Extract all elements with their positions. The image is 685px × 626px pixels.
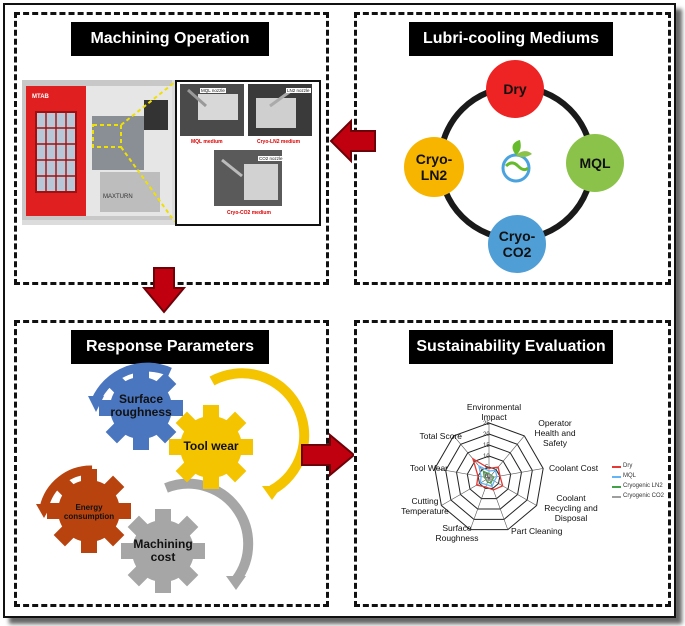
radar-series-line <box>484 472 494 482</box>
axis-label-temp: Cutting Temperature <box>401 496 449 516</box>
sustain-title: Sustainability Evaluation <box>409 330 613 364</box>
tool-wear-gear-icon <box>169 405 253 489</box>
surface-roughness-gear-icon <box>99 366 183 450</box>
axis-label-recycling: Coolant Recycling and Disposal <box>544 493 598 523</box>
mql-label: MQL <box>579 155 611 171</box>
eco-globe-icon <box>501 140 532 183</box>
legend-swatch-co2 <box>612 496 621 498</box>
legend-mql: MQL <box>623 473 637 479</box>
legend-swatch-mql <box>612 476 621 478</box>
radar-spoke <box>488 477 537 506</box>
tool-wear-label: Tool wear <box>183 439 239 453</box>
radar-spoke <box>488 435 525 479</box>
radar-spoke <box>488 468 544 479</box>
co2-medium-circle: Cryo- CO2 <box>488 215 546 273</box>
radar-series-line <box>471 457 504 491</box>
mql-nozzle-tag: MQL nozzle <box>200 88 226 93</box>
response-title: Response Parameters <box>71 330 269 364</box>
surface-roughness-label: Surface roughness <box>110 392 172 419</box>
machining-cost-label: Machining cost <box>133 537 193 564</box>
down-arrow <box>142 267 186 314</box>
machine-brand-text: MTAB <box>32 94 49 100</box>
radar-ring <box>434 422 544 531</box>
ln2-nozzle-tag: LN2 nozzle <box>286 88 311 93</box>
energy-consumption-gear-icon <box>47 469 131 553</box>
mql-caption: MQL medium <box>191 139 223 145</box>
co2-label: Cryo- CO2 <box>498 228 536 260</box>
axis-label-env: Environmental Impact <box>466 402 522 422</box>
dry-medium-circle: Dry <box>486 60 544 118</box>
radar-ring <box>455 444 523 510</box>
mql-medium-circle: MQL <box>566 134 624 192</box>
axis-label-operator: Operator Health and Safety <box>534 418 576 448</box>
co2-caption: Cryo-CO2 medium <box>227 210 271 216</box>
radar-spoke <box>434 468 490 479</box>
tick-15: 15 <box>483 443 490 449</box>
machining-title: Machining Operation <box>71 22 269 56</box>
right-arrow <box>301 432 356 478</box>
dry-label: Dry <box>503 81 527 97</box>
axis-label-cleaning: Part Cleaning <box>511 526 563 536</box>
co2-nozzle-tag: CO2 nozzle <box>258 156 284 161</box>
tick-25: 25 <box>483 421 490 427</box>
radar-ring <box>445 433 533 520</box>
sustain-panel <box>354 320 671 607</box>
legend-dry: Dry <box>623 463 633 469</box>
radar-ring <box>466 455 512 500</box>
legend-swatch-ln2 <box>612 486 621 488</box>
ln2-caption: Cryo-LN2 medium <box>257 139 301 145</box>
radar-series-line <box>477 464 498 488</box>
tick-10: 10 <box>483 454 490 460</box>
radar-series-line <box>482 470 495 484</box>
legend-swatch-dry <box>612 466 621 468</box>
machining-cost-gear-icon <box>121 509 205 593</box>
axis-label-total: Total Score <box>419 431 462 441</box>
legend-ln2: Cryogenic LN2 <box>623 483 663 489</box>
tick-5: 5 <box>485 465 489 471</box>
ln2-medium-circle: Cryo- LN2 <box>404 137 464 197</box>
tick-0: 0 <box>485 474 489 480</box>
energy-consumption-label: Energy consumption <box>63 503 115 521</box>
axis-label-roughness: Surface Roughness <box>435 523 479 543</box>
machine-model-text: MAXTURN <box>103 194 133 200</box>
legend-co2: Cryogenic CO2 <box>623 493 665 499</box>
left-arrow <box>329 118 376 164</box>
ln2-label: Cryo- LN2 <box>415 151 453 183</box>
axis-label-toolwear: Tool Wear <box>409 463 448 473</box>
lubri-title: Lubri-cooling Mediums <box>409 22 613 56</box>
tick-20: 20 <box>483 432 490 438</box>
axis-label-coolant-cost: Coolant Cost <box>549 463 599 473</box>
